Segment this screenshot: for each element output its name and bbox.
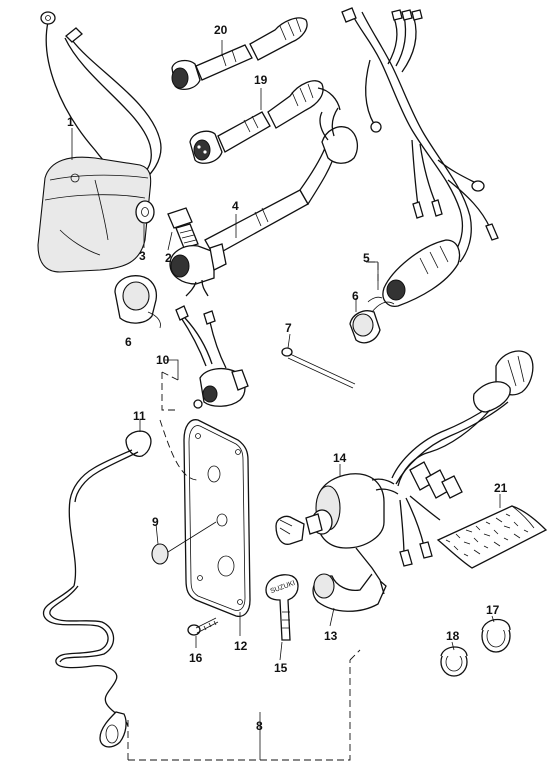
callout-5: 5 [363, 251, 370, 265]
part-11-lanyard [42, 430, 152, 748]
callout-7: 7 [285, 321, 292, 335]
callout-14: 14 [333, 451, 347, 465]
callout-16: 16 [189, 651, 203, 665]
part-3-washer [135, 200, 155, 224]
part-18-grommet [440, 646, 468, 677]
callout-11: 11 [133, 409, 146, 423]
callout-10: 10 [156, 353, 170, 367]
part-10-stop-switch [175, 305, 249, 409]
callout-8: 8 [256, 719, 263, 733]
part-14-main-switch [275, 350, 534, 567]
callout-numbers: 1 2 3 4 5 6 6 7 8 9 10 11 12 13 14 15 16… [67, 23, 508, 733]
part-15-key: SUZUKI [265, 574, 299, 641]
leader-lines [71, 40, 501, 760]
part-7-cable-tie [281, 347, 356, 389]
callout-13: 13 [324, 629, 338, 643]
part-4-harness [169, 107, 359, 297]
bracket-lines [127, 261, 379, 761]
callout-12: 12 [234, 639, 248, 653]
callout-19: 19 [254, 73, 268, 87]
part-1-cover [37, 11, 162, 273]
part-20-extension-harness [171, 17, 308, 91]
callout-4: 4 [232, 199, 239, 213]
callout-1: 1 [67, 115, 74, 129]
part-6-cap-right [349, 296, 395, 344]
part-17-grommet [481, 618, 511, 653]
part-13-cover [312, 547, 387, 612]
part-6-cap-left [114, 275, 161, 329]
callout-21: 21 [494, 481, 508, 495]
harness-right [341, 7, 499, 307]
part-9-plug [151, 521, 217, 565]
part-2-bolt [167, 207, 199, 249]
callout-3: 3 [139, 249, 146, 263]
callout-20: 20 [214, 23, 228, 37]
callout-6-left: 6 [125, 335, 132, 349]
part-16-screw [187, 617, 219, 636]
callout-17: 17 [486, 603, 500, 617]
callout-2: 2 [165, 251, 172, 265]
callout-18: 18 [446, 629, 460, 643]
part-19-extension-harness [189, 80, 341, 164]
part-21-pad [436, 505, 548, 569]
callout-9: 9 [152, 515, 159, 529]
callout-6-right: 6 [352, 289, 359, 303]
part-12-panel-plate [183, 419, 251, 618]
callout-15: 15 [274, 661, 288, 675]
